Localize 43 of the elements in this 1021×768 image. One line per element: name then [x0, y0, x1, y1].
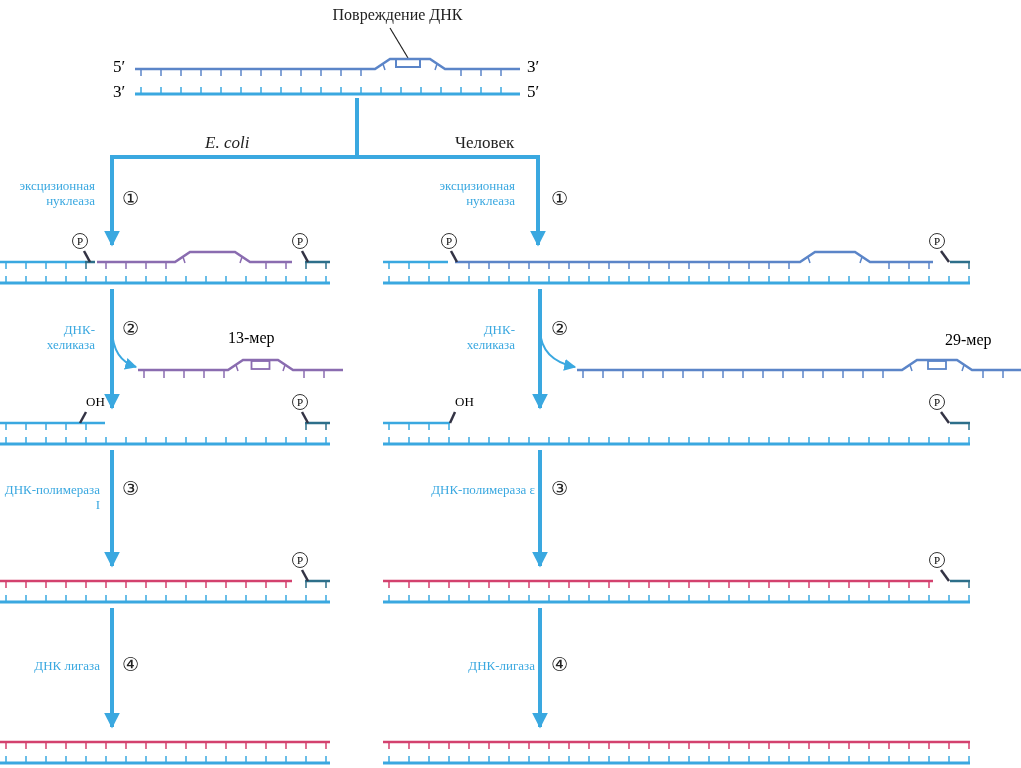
dna-duplex-drawing: [135, 58, 520, 98]
step-number: ①: [122, 188, 140, 208]
lesion-label: Повреждение ДНК: [310, 6, 485, 28]
hydroxyl-label: OH: [86, 394, 105, 410]
arrow: [532, 608, 548, 729]
step-number: ②: [551, 318, 569, 338]
fragment-length-label: 29-мер: [945, 331, 992, 349]
arrow: [111, 288, 138, 369]
arrow: [539, 288, 577, 371]
arrow: [104, 608, 120, 729]
enzyme-label: эксцизионная нуклеаза: [18, 178, 95, 208]
dna-duplex-drawing: [383, 412, 970, 448]
step-number: ②: [122, 318, 140, 338]
enzyme-label: ДНК лигаза: [33, 658, 100, 673]
step-number: ③: [551, 478, 569, 498]
strand-end-label: 5′: [113, 57, 126, 77]
enzyme-label: ДНК-хеликаза: [465, 322, 515, 352]
arrow: [104, 450, 120, 568]
step-number: ③: [122, 478, 140, 498]
arrow: [532, 450, 548, 568]
dna-duplex-drawing: [0, 251, 330, 287]
enzyme-label: ДНК-хеликаза: [45, 322, 95, 352]
leader-line: [389, 27, 409, 59]
enzyme-label: ДНК-лигаза: [467, 658, 535, 673]
dna-duplex-drawing: [0, 412, 330, 448]
step-number: ④: [122, 654, 140, 674]
enzyme-label: эксцизионная нуклеаза: [438, 178, 515, 208]
strand-end-label: 3′: [113, 82, 126, 102]
strand-end-label: 5′: [527, 82, 540, 102]
step-number: ①: [551, 188, 569, 208]
fragment-length-label: 13-мер: [228, 329, 275, 347]
step-number: ④: [551, 654, 569, 674]
arrow: [355, 98, 546, 247]
dna-duplex-drawing: [383, 251, 970, 287]
arrow: [104, 289, 120, 410]
lesion-box: [395, 58, 421, 68]
arrow: [532, 289, 548, 410]
enzyme-label: ДНК-полимераза I: [3, 482, 100, 512]
strand-end-label: 3′: [527, 57, 540, 77]
dna-duplex-drawing: [0, 570, 330, 606]
hydroxyl-label: OH: [455, 394, 474, 410]
dna-duplex-drawing: [383, 570, 970, 606]
enzyme-label: ДНК-полимераза ε: [430, 482, 535, 497]
